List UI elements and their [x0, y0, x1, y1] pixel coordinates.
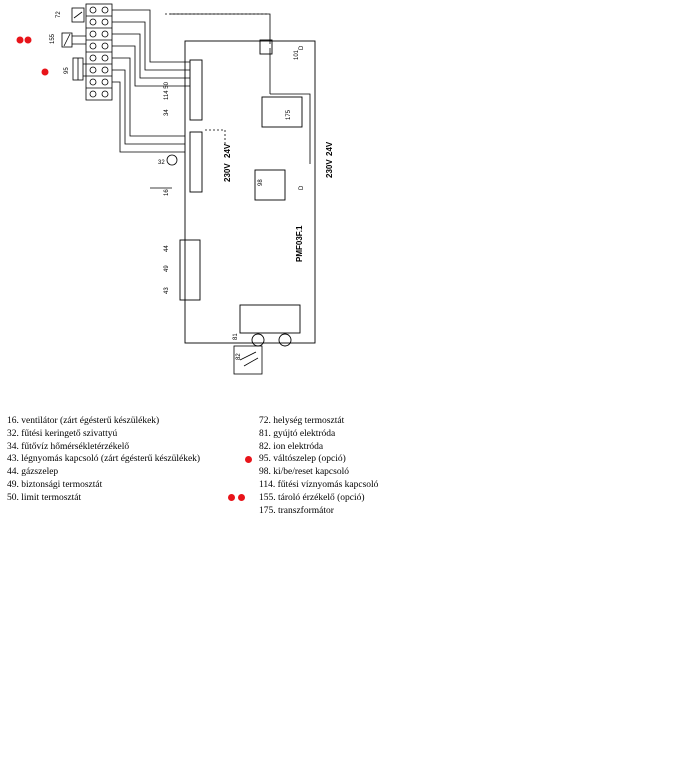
label-155: 155: [50, 33, 56, 44]
legend-right: 72. helység termosztát 81. gyújtó elektr…: [259, 415, 378, 517]
label-72: 72: [56, 11, 62, 18]
label-24v-right: 24V: [325, 141, 334, 156]
label-230v-left: 230V: [223, 163, 232, 182]
marker-155-b: [24, 36, 32, 44]
label-230v-right: 230V: [325, 159, 334, 178]
label-44: 44: [164, 245, 170, 252]
external-components: [61, 7, 86, 81]
highlight-markers: [16, 36, 49, 76]
wiring-diagram: 72 155 95 114 50 34 32 98 175 101 16 44 …: [16, 3, 334, 375]
label-34: 34: [164, 109, 170, 116]
board-name: PMF03F.1: [295, 225, 304, 262]
label-43: 43: [164, 287, 170, 294]
marker-legend-155-b: [238, 494, 245, 501]
wires: [112, 9, 311, 164]
label-95: 95: [64, 67, 70, 74]
marker-legend-155-a: [228, 494, 235, 501]
legend-left: 16. ventilátor (zárt égésterű készülékek…: [7, 415, 200, 505]
legend-item: 34. fűtővíz hőmérsékletérzékelő: [7, 441, 130, 452]
label-101: 101: [294, 49, 300, 60]
legend-item: 155. tároló érzékelő (opció): [259, 492, 365, 503]
legend-item: 50. limit termosztát: [7, 492, 82, 503]
legend-item: 95. váltószelep (opció): [259, 454, 346, 465]
label-32: 32: [158, 160, 165, 166]
legend-item: 82. ion elektróda: [259, 441, 324, 452]
legend-item: 32. fűtési keringető szivattyú: [7, 428, 118, 439]
label-81: 81: [233, 333, 239, 340]
electrodes: [233, 345, 263, 375]
legend-item: 81. gyújtó elektróda: [259, 428, 336, 439]
legend-item: 16. ventilátor (zárt égésterű készülékek…: [7, 416, 160, 426]
legend-item: 72. helység termosztát: [259, 416, 345, 426]
label-16: 16: [164, 189, 170, 196]
label-175: 175: [286, 109, 292, 120]
legend-item: 43. légnyomás kapcsoló (zárt égésterű ké…: [7, 454, 201, 465]
pump-symbol: [150, 154, 178, 189]
label-24v-left: 24V: [223, 143, 232, 158]
label-98: 98: [258, 179, 264, 186]
legend-item: 175. transzformátor: [259, 505, 334, 516]
legend-item: 49. biztonsági termosztát: [7, 479, 103, 490]
label-82: 82: [236, 353, 242, 360]
label-114-50: 114 50: [164, 81, 170, 100]
legend-item: 98. ki/be/reset kapcsoló: [259, 467, 349, 478]
label-d-right: D: [299, 185, 305, 190]
marker-95: [41, 68, 49, 76]
label-d-top: D: [299, 45, 305, 50]
marker-legend-95: [245, 456, 252, 463]
control-board: [179, 39, 316, 347]
legend-item: 114. fűtési víznyomás kapcsoló: [259, 479, 379, 490]
legend-item: 44. gázszelep: [7, 467, 59, 478]
terminal-strip: [85, 3, 113, 101]
marker-155-a: [16, 36, 24, 44]
label-49: 49: [164, 265, 170, 272]
